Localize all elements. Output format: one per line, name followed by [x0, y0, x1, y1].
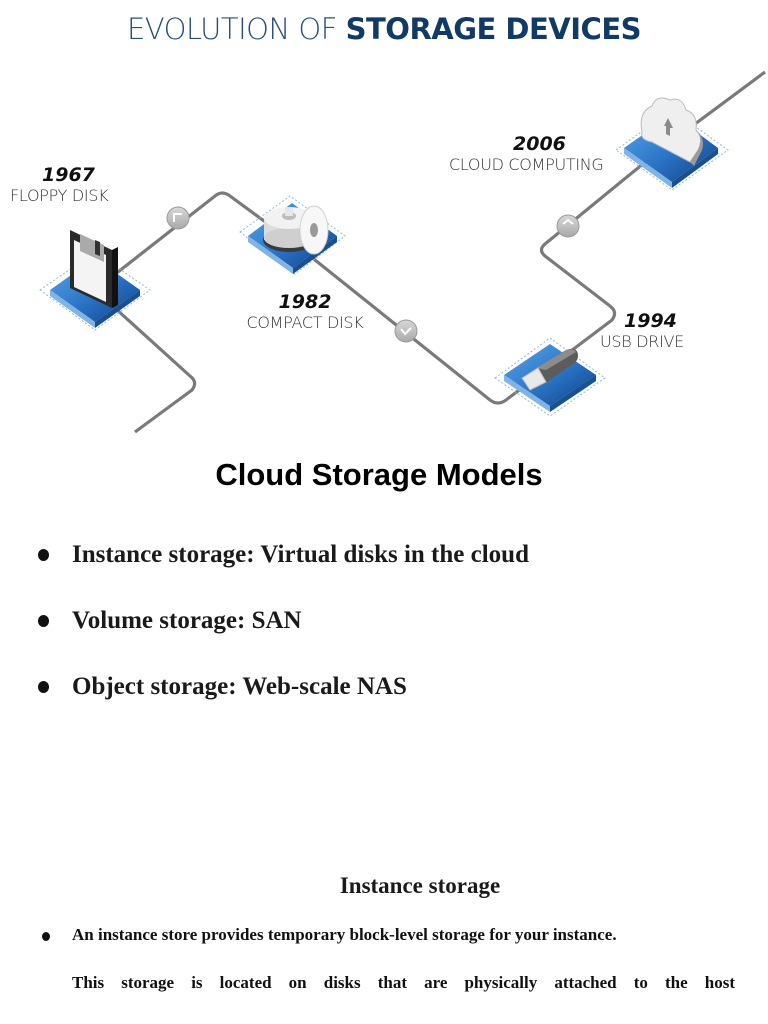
paragraph-text: This storage is located on disks that ar… [72, 973, 735, 992]
storage-models-list: Instance storage: Virtual disks in the c… [36, 530, 756, 728]
timeline-path [93, 70, 766, 434]
milestone-year: 1982 [278, 291, 332, 313]
milestone-name: COMPACT DISK [246, 312, 364, 332]
list-item: Volume storage: SAN [36, 596, 756, 662]
storage-evolution-infographic: EVOLUTION OF STORAGE DEVICES [0, 0, 768, 440]
bullet-icon [42, 932, 50, 941]
milestone-compact-disk: 1982 COMPACT DISK [240, 291, 370, 332]
paragraph-text: An instance store provides temporary blo… [72, 925, 617, 944]
list-item-text: Object storage: Web-scale NAS [72, 673, 407, 700]
list-item-text: Volume storage: SAN [72, 607, 302, 634]
milestone-cloud-computing: 2006 CLOUD COMPUTING [449, 133, 604, 174]
milestone-name: FLOPPY DISK [10, 185, 109, 205]
list-item: Instance storage: Virtual disks in the c… [36, 530, 756, 596]
milestone-year: 1967 [42, 164, 95, 186]
cloud-storage-models-heading: Cloud Storage Models [215, 457, 543, 492]
paragraph-line: An instance store provides temporary blo… [40, 920, 735, 968]
milestone-floppy-disk: 1967 FLOPPY DISK [10, 164, 109, 205]
usb-drive-icon [494, 337, 606, 417]
milestone-name: CLOUD COMPUTING [449, 154, 604, 174]
milestone-year: 1994 [624, 310, 677, 332]
infographic-title: EVOLUTION OF STORAGE DEVICES [0, 12, 768, 46]
instance-storage-paragraph: An instance store provides temporary blo… [40, 920, 735, 1016]
milestone-year: 2006 [513, 133, 566, 155]
milestone-name: USB DRIVE [600, 331, 684, 351]
timeline-node [166, 206, 190, 230]
compact-disk-icon [239, 195, 346, 275]
list-item-text: Instance storage: Virtual disks in the c… [72, 541, 529, 568]
instance-storage-heading: Instance storage [339, 873, 501, 898]
title-light: EVOLUTION OF [126, 12, 346, 46]
cloud-icon [615, 97, 729, 191]
milestone-usb-drive: 1994 USB DRIVE [600, 310, 684, 351]
title-bold: STORAGE DEVICES [345, 12, 642, 46]
bullet-icon [38, 681, 49, 693]
bullet-icon [38, 549, 49, 561]
paragraph-line: This storage is located on disks that ar… [40, 968, 735, 1016]
timeline-node [556, 214, 580, 238]
list-item: Object storage: Web-scale NAS [36, 662, 756, 728]
timeline-graphic [39, 70, 766, 434]
bullet-icon [38, 615, 49, 627]
floppy-disk-icon [39, 230, 151, 331]
timeline-node [394, 319, 418, 343]
